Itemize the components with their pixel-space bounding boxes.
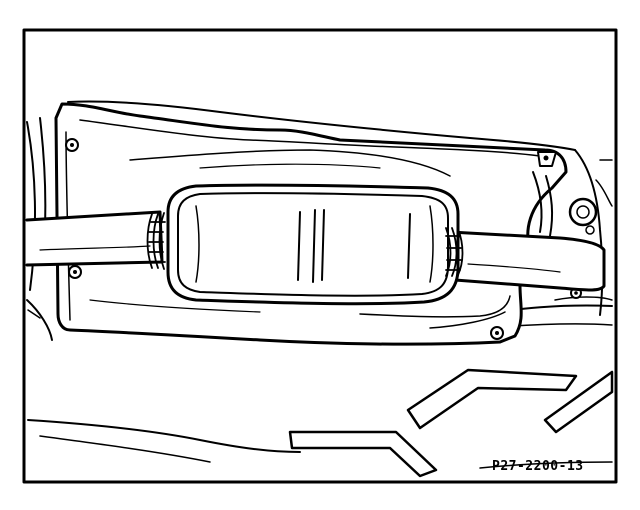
exhaust-pipe-front (25, 210, 164, 267)
weld-bead-front (146, 212, 166, 270)
lower-brackets (288, 368, 614, 478)
catalytic-converter (146, 183, 464, 306)
floor-pan-contours (26, 100, 613, 469)
exhaust-hanger (568, 197, 598, 235)
figure-code-label: P27-2200-13 (492, 459, 584, 474)
exhaust-pipe-rear (448, 230, 606, 292)
bolt-bottom-right (490, 326, 504, 340)
weld-bead-rear (445, 227, 464, 277)
side-details (27, 159, 613, 319)
bolt-bottom-left (68, 265, 82, 279)
mounting-bolts (65, 138, 582, 340)
bolt-top-left (65, 138, 79, 152)
bolt-top-right (537, 151, 557, 167)
